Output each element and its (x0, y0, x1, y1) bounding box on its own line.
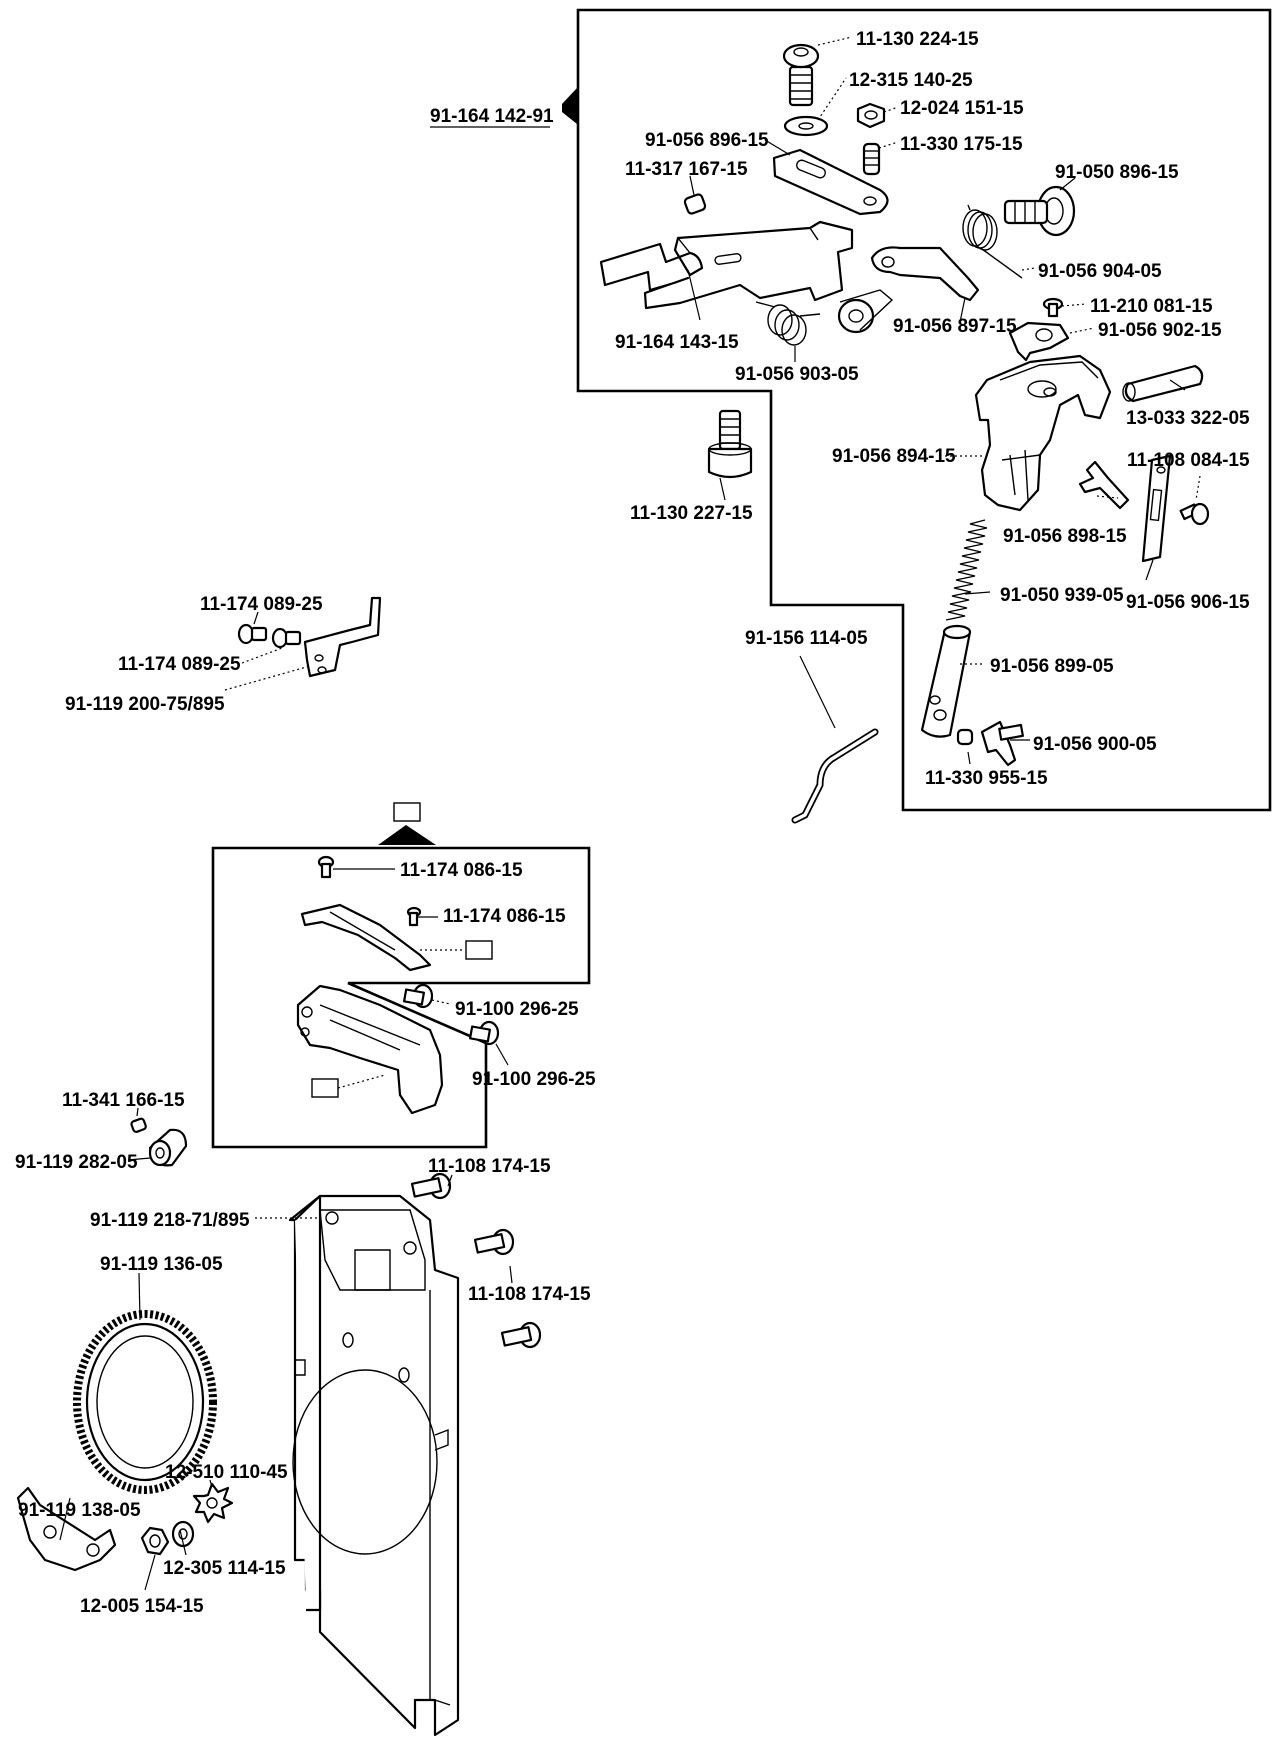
label-l21: 91-156 114-05 (745, 628, 868, 649)
set-screw-top (862, 142, 881, 176)
label-l36: 91-119 136-05 (100, 1254, 223, 1275)
label-l10: 91-056 902-15 (1098, 320, 1222, 341)
label-l3: 12-024 151-15 (900, 98, 1024, 119)
coil-spring-small (755, 301, 821, 346)
label-l13: 91-056 903-05 (735, 364, 859, 385)
label-l15: 91-056 894-15 (832, 446, 956, 467)
label-l40: 12-305 114-15 (163, 1558, 286, 1579)
label-l24: 11-330 955-15 (925, 768, 1048, 789)
base-plate (288, 1194, 460, 1737)
label-l30: 91-100 296-25 (455, 999, 579, 1020)
screw-base-c (500, 1321, 542, 1349)
small-bracket (303, 596, 382, 678)
torsion-spring (962, 204, 1023, 279)
lower-subassembly-frame (211, 846, 591, 1149)
screw-base-b (473, 1228, 515, 1256)
socket-screw-top (782, 43, 820, 107)
set-screw-bottom (956, 728, 974, 746)
flat-washer-bottom (171, 1520, 195, 1548)
housing-block (974, 354, 1112, 512)
screw-small-right (1179, 502, 1210, 526)
label-l6: 11-317 167-15 (625, 159, 748, 180)
bent-pin (1078, 460, 1130, 510)
star-washer (192, 1482, 234, 1524)
leaf-spring (300, 903, 432, 972)
crescent-cam (16, 1486, 117, 1572)
blank-callout-box-top (393, 802, 421, 822)
label-l27: 91-119 200-75/895 (65, 694, 225, 715)
assembly-ref-arrow (562, 88, 577, 124)
label-l8: 91-056 904-05 (1038, 261, 1162, 282)
hex-nut-bottom (140, 1526, 170, 1556)
svg-text:91-164 142-91: 91-164 142-91 (430, 106, 554, 127)
part-labels: 11-130 224-15 12-315 140-25 12-024 151-1… (15, 29, 1250, 1617)
washer-top (783, 115, 829, 137)
dowel-rod (1122, 364, 1204, 403)
leader-lines (59, 36, 1201, 1591)
label-l16: 11-108 084-15 (1127, 450, 1250, 471)
pin-small (683, 193, 707, 215)
label-l22: 91-056 899-05 (990, 656, 1114, 677)
label-l34: 11-108 174-15 (428, 1156, 551, 1177)
upper-assembly-frame (576, 8, 1272, 812)
label-l1: 11-130 224-15 (856, 29, 979, 50)
wire-spring (791, 728, 879, 824)
label-l17: 11-130 227-15 (630, 503, 753, 524)
label-l9: 11-210 081-15 (1090, 296, 1213, 317)
label-l41: 12-005 154-15 (80, 1596, 204, 1617)
latch-lever (870, 246, 980, 302)
screw-bracket-a (237, 623, 268, 645)
collar (148, 1128, 188, 1167)
main-lever (599, 220, 894, 334)
set-screw-collar (130, 1117, 147, 1133)
label-l33: 91-119 282-05 (15, 1152, 138, 1173)
label-l35: 91-119 218-71/895 (90, 1210, 250, 1231)
label-l37: 11-108 174-15 (468, 1284, 591, 1305)
label-l12: 91-056 897-15 (893, 316, 1017, 337)
screw-base-a (410, 1172, 452, 1200)
screw-sub-b (406, 906, 422, 927)
label-l29: 11-174 086-15 (443, 906, 566, 927)
coil-spring-long (945, 519, 988, 621)
label-l39: 91-119 138-05 (18, 1500, 141, 1521)
carrier-bracket (296, 984, 444, 1115)
label-l11: 91-164 143-15 (615, 332, 739, 353)
slotted-strip (1141, 454, 1172, 563)
thumb-screw (1003, 185, 1076, 237)
label-l7: 91-050 896-15 (1055, 162, 1179, 183)
hex-nut-top (856, 102, 886, 129)
cam-plate (1008, 321, 1070, 362)
screw-bracket-b (271, 627, 302, 649)
socket-screw-mid (707, 409, 753, 479)
gear-ring (73, 1310, 217, 1494)
label-l5: 11-330 175-15 (900, 134, 1023, 155)
stop-pin (980, 720, 1024, 767)
label-l20: 91-056 906-15 (1126, 592, 1250, 613)
label-l32: 11-341 166-15 (62, 1090, 185, 1111)
label-l14: 13-033 322-05 (1126, 408, 1250, 429)
label-l18: 91-056 898-15 (1003, 526, 1127, 547)
label-l25: 11-174 089-25 (200, 594, 323, 615)
label-l28: 11-174 086-15 (400, 860, 523, 881)
label-l31: 91-100 296-25 (472, 1069, 596, 1090)
label-l23: 91-056 900-05 (1033, 734, 1157, 755)
flat-screw-small (1042, 297, 1064, 318)
screw-sub-c (402, 983, 434, 1009)
label-l4: 91-056 896-15 (645, 130, 769, 151)
label-l38: 12-510 110-45 (165, 1462, 288, 1483)
sleeve (920, 624, 972, 738)
label-l26: 11-174 089-25 (118, 654, 241, 675)
assembly-ref-label: 91-164 142-91 (430, 106, 554, 128)
blank-callout-box-mid (465, 940, 493, 960)
screw-sub-a (317, 855, 335, 879)
label-l2: 12-315 140-25 (849, 70, 973, 91)
link-plate (772, 148, 889, 216)
frame-pointer (378, 825, 436, 845)
blank-callout-box-low (311, 1078, 339, 1098)
label-l19: 91-050 939-05 (1000, 585, 1124, 606)
screw-sub-d (468, 1020, 500, 1046)
